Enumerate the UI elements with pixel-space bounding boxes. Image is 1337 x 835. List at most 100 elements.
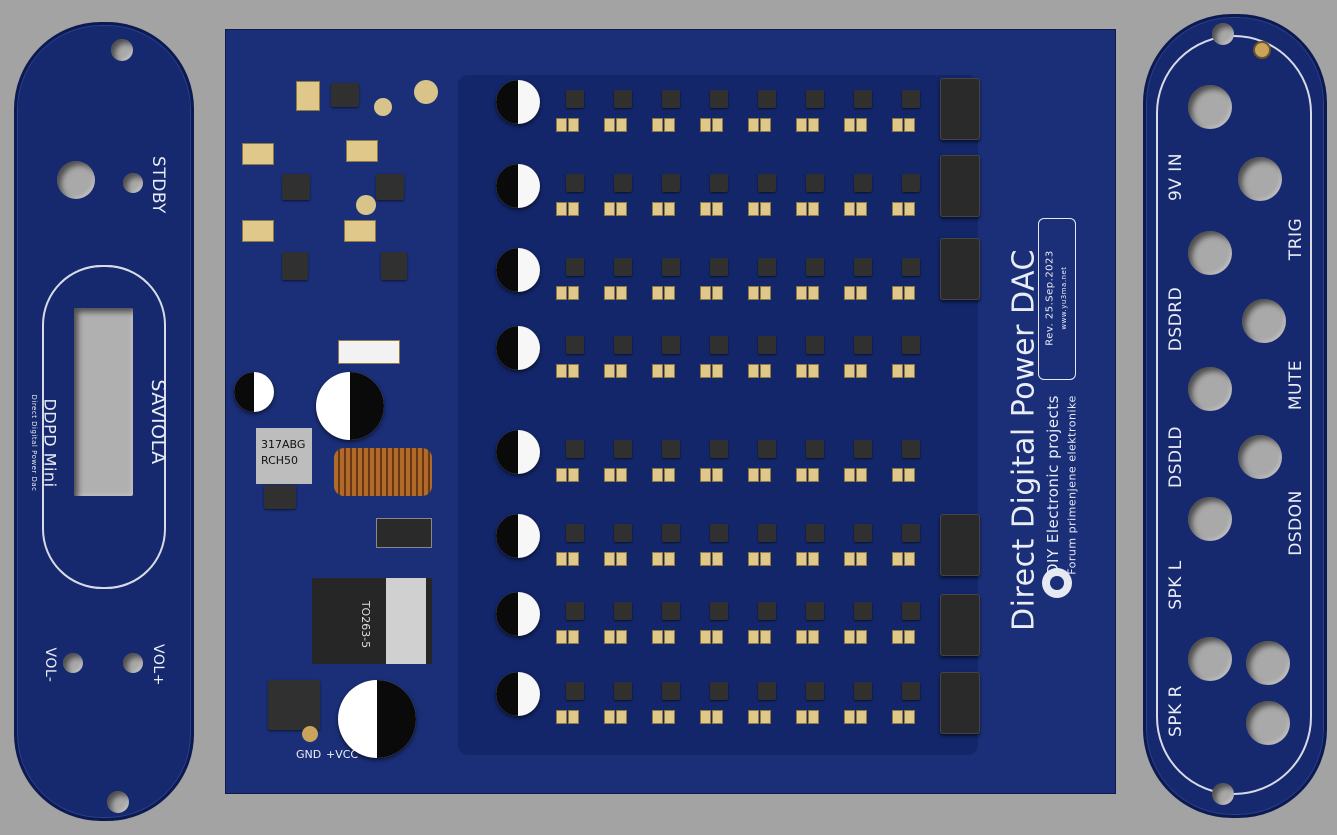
- mosfet: [940, 78, 980, 140]
- smd-resistor: [652, 468, 663, 482]
- mount-hole: [1212, 23, 1234, 45]
- driver-ic: [902, 258, 920, 276]
- driver-ic: [902, 440, 920, 458]
- driver-ic: [662, 524, 680, 542]
- smd-resistor: [604, 552, 615, 566]
- driver-ic: [614, 174, 632, 192]
- smd-resistor: [904, 552, 915, 566]
- smd-diode: [346, 140, 378, 162]
- smd-resistor: [652, 364, 663, 378]
- driver-ic: [854, 174, 872, 192]
- smd-resistor: [604, 710, 615, 724]
- smd-resistor: [844, 286, 855, 300]
- smd-resistor: [664, 630, 675, 644]
- smd-resistor: [700, 630, 711, 644]
- ic-chip: [331, 83, 359, 107]
- panel-outline: [1156, 35, 1312, 795]
- smd-resistor: [856, 710, 867, 724]
- driver-ic: [806, 440, 824, 458]
- smd-resistor: [904, 364, 915, 378]
- driver-ic: [710, 174, 728, 192]
- smd-resistor: [616, 364, 627, 378]
- ic-chip: [376, 174, 404, 200]
- power-inductor: [334, 448, 432, 496]
- smd-resistor: [712, 468, 723, 482]
- smd-resistor: [556, 468, 567, 482]
- gnd-label: GND: [296, 748, 322, 761]
- label-trig: TRIG: [1286, 217, 1306, 261]
- revision-box: [1038, 218, 1076, 380]
- regulator-label-1: 317ABG: [261, 438, 306, 451]
- smd-resistor: [892, 630, 903, 644]
- ic-chip-u: [268, 680, 320, 730]
- regulator-label-2: RCH50: [261, 454, 299, 467]
- smd-resistor: [604, 286, 615, 300]
- pcb-brand-1: DIY Electronic projects: [1044, 395, 1062, 575]
- smd-resistor: [796, 118, 807, 132]
- smd-resistor: [748, 710, 759, 724]
- right-back-panel: 9V IN TRIG DSDRD MUTE DSDLD DSDON SPK L …: [1143, 14, 1327, 818]
- driver-ic: [614, 440, 632, 458]
- test-point: [414, 80, 438, 104]
- driver-ic: [710, 258, 728, 276]
- smd-resistor: [892, 364, 903, 378]
- label-dsdrd: DSDRD: [1166, 286, 1186, 352]
- label-dsdld: DSDLD: [1166, 425, 1186, 489]
- driver-ic: [566, 602, 584, 620]
- ic-chip: [381, 252, 407, 280]
- smd-resistor: [700, 468, 711, 482]
- driver-ic: [710, 336, 728, 354]
- smd-resistor: [856, 630, 867, 644]
- smd-resistor: [568, 364, 579, 378]
- driver-ic: [758, 336, 776, 354]
- driver-ic: [758, 90, 776, 108]
- smd-resistor: [856, 364, 867, 378]
- pcb-title: Direct Digital Power DAC: [1006, 249, 1042, 631]
- smd-resistor: [664, 118, 675, 132]
- smd-resistor: [700, 710, 711, 724]
- driver-ic: [566, 258, 584, 276]
- smd-resistor: [604, 364, 615, 378]
- smd-resistor: [904, 468, 915, 482]
- smd-resistor: [664, 286, 675, 300]
- smd-resistor: [844, 364, 855, 378]
- driver-ic: [710, 440, 728, 458]
- smd-resistor: [760, 710, 771, 724]
- gnd-pad: [302, 726, 318, 742]
- smd-diode: [296, 81, 320, 111]
- smd-resistor: [568, 630, 579, 644]
- smd-resistor: [712, 202, 723, 216]
- smd-resistor: [748, 286, 759, 300]
- driver-ic: [806, 258, 824, 276]
- smd-resistor: [808, 630, 819, 644]
- smd-resistor: [892, 286, 903, 300]
- smd-resistor: [664, 364, 675, 378]
- driver-ic: [806, 90, 824, 108]
- smd-resistor: [568, 552, 579, 566]
- label-dsdon: DSDON: [1286, 490, 1306, 556]
- smd-resistor: [760, 286, 771, 300]
- jack-hole: [1188, 637, 1232, 681]
- smd-resistor: [604, 118, 615, 132]
- driver-ic: [758, 524, 776, 542]
- smd-resistor: [568, 202, 579, 216]
- shunt-resistor: [338, 340, 400, 364]
- smd-resistor: [616, 552, 627, 566]
- smd-resistor: [904, 710, 915, 724]
- smd-resistor: [844, 630, 855, 644]
- stdby-led-hole: [57, 161, 95, 199]
- smd-resistor: [760, 468, 771, 482]
- smd-resistor: [892, 710, 903, 724]
- driver-ic: [902, 336, 920, 354]
- driver-ic: [614, 682, 632, 700]
- smd-resistor: [604, 630, 615, 644]
- driver-ic: [854, 90, 872, 108]
- mosfet: [940, 155, 980, 217]
- smd-resistor: [892, 118, 903, 132]
- label-mute: MUTE: [1286, 359, 1306, 411]
- smd-resistor: [808, 202, 819, 216]
- smd-resistor: [856, 118, 867, 132]
- output-capacitor: [496, 80, 540, 124]
- driver-ic: [854, 602, 872, 620]
- smd-resistor: [760, 118, 771, 132]
